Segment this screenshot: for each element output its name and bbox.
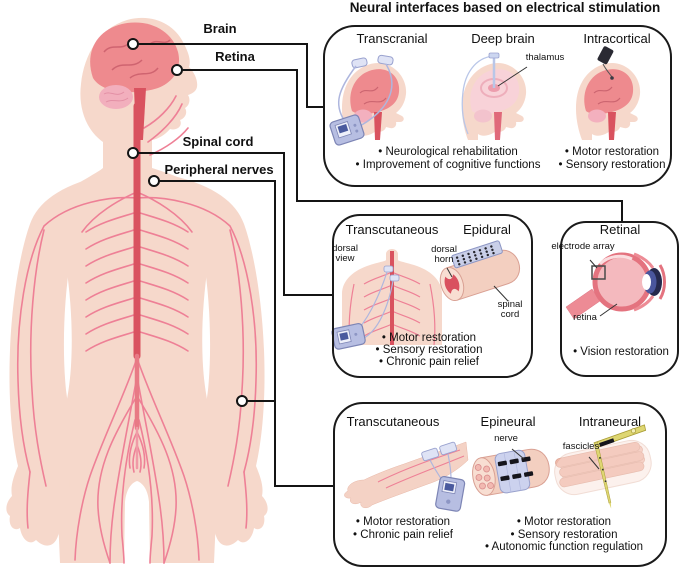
intraneural-electrode-illustration [554,424,652,509]
body-left-arm [6,176,101,546]
thalamus-annotation: thalamus [525,52,565,63]
header-intracortical: Intracortical [583,31,651,46]
bullet-line: • Motor restoration [564,146,660,158]
brain-marker-dot [127,38,139,50]
peripheral-panel-illustrations [344,424,652,512]
bullet-line: • Autonomic function regulation [484,541,644,553]
dorsal-torso-illustration [342,249,442,346]
retina-marker-dot [171,64,183,76]
spinal-cord-connector-line [138,152,333,296]
figure-title: Neural interfaces based on electrical st… [349,0,661,15]
brain-interfaces-panel [323,25,672,187]
eye-illustration [565,252,666,320]
lens [642,274,651,290]
bullet-line: • Vision restoration [573,346,669,358]
body-cerebellum [99,85,133,109]
fascicles-pointer-line [588,456,600,470]
bullet-line: • Motor restoration [355,516,451,528]
brain-callout-label: Brain [203,21,237,36]
dorsal-horn-pointer-line [446,267,453,278]
header-deep-brain: Deep brain [471,31,535,46]
epidural-paddle [451,240,503,269]
callout-connector-lines [138,43,623,487]
retina-annotation: retina [573,312,597,323]
bullet-line: • Neurological rehabilitation [378,146,518,158]
spinal-cord-pointer-line [493,285,509,302]
electrode-array-pointer-line [589,259,598,269]
bullet-line: • Chronic pain relief [353,529,453,541]
nerve-annotation: nerve [494,433,518,444]
human-body-illustration [6,17,268,564]
epineural-cuff-illustration [472,448,550,496]
body-brainstem [134,88,146,140]
bullet-line: • Improvement of cognitive functions [355,159,541,171]
retinal-electrode-array-box [591,265,606,280]
brain-panel-illustrations [329,46,640,146]
dorsal-horn-butterfly [444,274,460,294]
nerve-pointer-line [511,448,525,460]
bullet-line: • Sensory restoration [375,344,483,356]
dorsal-horn-annotation: dorsal horn [431,244,457,265]
deep-brain-lead [461,52,500,135]
peripheral-nerves-marker-dot [148,175,160,187]
header-retinal: Retinal [599,222,641,237]
header-intraneural: Intraneural [578,414,642,429]
spinal-cord-annotation: spinal cord [497,299,523,320]
peripheral-nerves-callout-label: Peripheral nerves [164,162,274,177]
nerve-cuff-band [494,449,531,494]
header-transcranial: Transcranial [356,31,428,46]
stimulator-device-icon [329,114,365,146]
header-epineural: Epineural [480,414,536,429]
spinal-cord-callout-label: Spinal cord [182,134,254,149]
forearm-nerve-marker-dot [236,395,248,407]
header-transcutaneous-spinal: Transcutaneous [345,222,439,237]
bullet-line: • Motor restoration [381,332,477,344]
retina-pointer-line [599,303,618,317]
brain-connector-line [138,43,324,108]
dorsal-view-annotation: dorsal view [332,243,358,264]
retinal-interface-panel [560,221,679,377]
spinal-cord-marker-dot [127,147,139,159]
peripheral-nerves-connector-line [159,180,334,487]
peripheral-nerve-interfaces-panel [333,402,667,567]
intracortical-implant-icon [597,46,614,80]
transcranial-wires [337,63,393,127]
callout-marker-dots [127,38,248,407]
header-epidural: Epidural [463,222,511,237]
stimulator-device-icon-3 [435,475,466,512]
bullet-line: • Sensory restoration [510,529,618,541]
peripheral-nerve-lines [16,95,258,564]
spinal-panel-illustrations [331,240,521,350]
thalamus-pointer-line [497,66,528,87]
electrode-array-annotation: electrode array [551,241,615,252]
body-right-arm [174,176,268,546]
bullet-line: • Sensory restoration [558,159,666,171]
bullet-line: • Chronic pain relief [379,356,479,368]
retina-connector-line [182,69,623,222]
fascicles-annotation: fascicles [562,441,600,452]
body-brain-illustration [90,22,180,140]
retina-callout-label: Retina [215,49,255,64]
epidural-electrode-illustration [439,240,521,302]
header-transcutaneous-peripheral: Transcutaneous [346,414,440,429]
spinal-cord-interfaces-panel [332,214,533,378]
cornea-arc [658,264,666,300]
yellow-electrode-shank [593,424,647,509]
bullet-line: • Motor restoration [516,516,612,528]
arm-illustration [344,441,469,512]
transcranial-electrode-pads [351,54,394,69]
